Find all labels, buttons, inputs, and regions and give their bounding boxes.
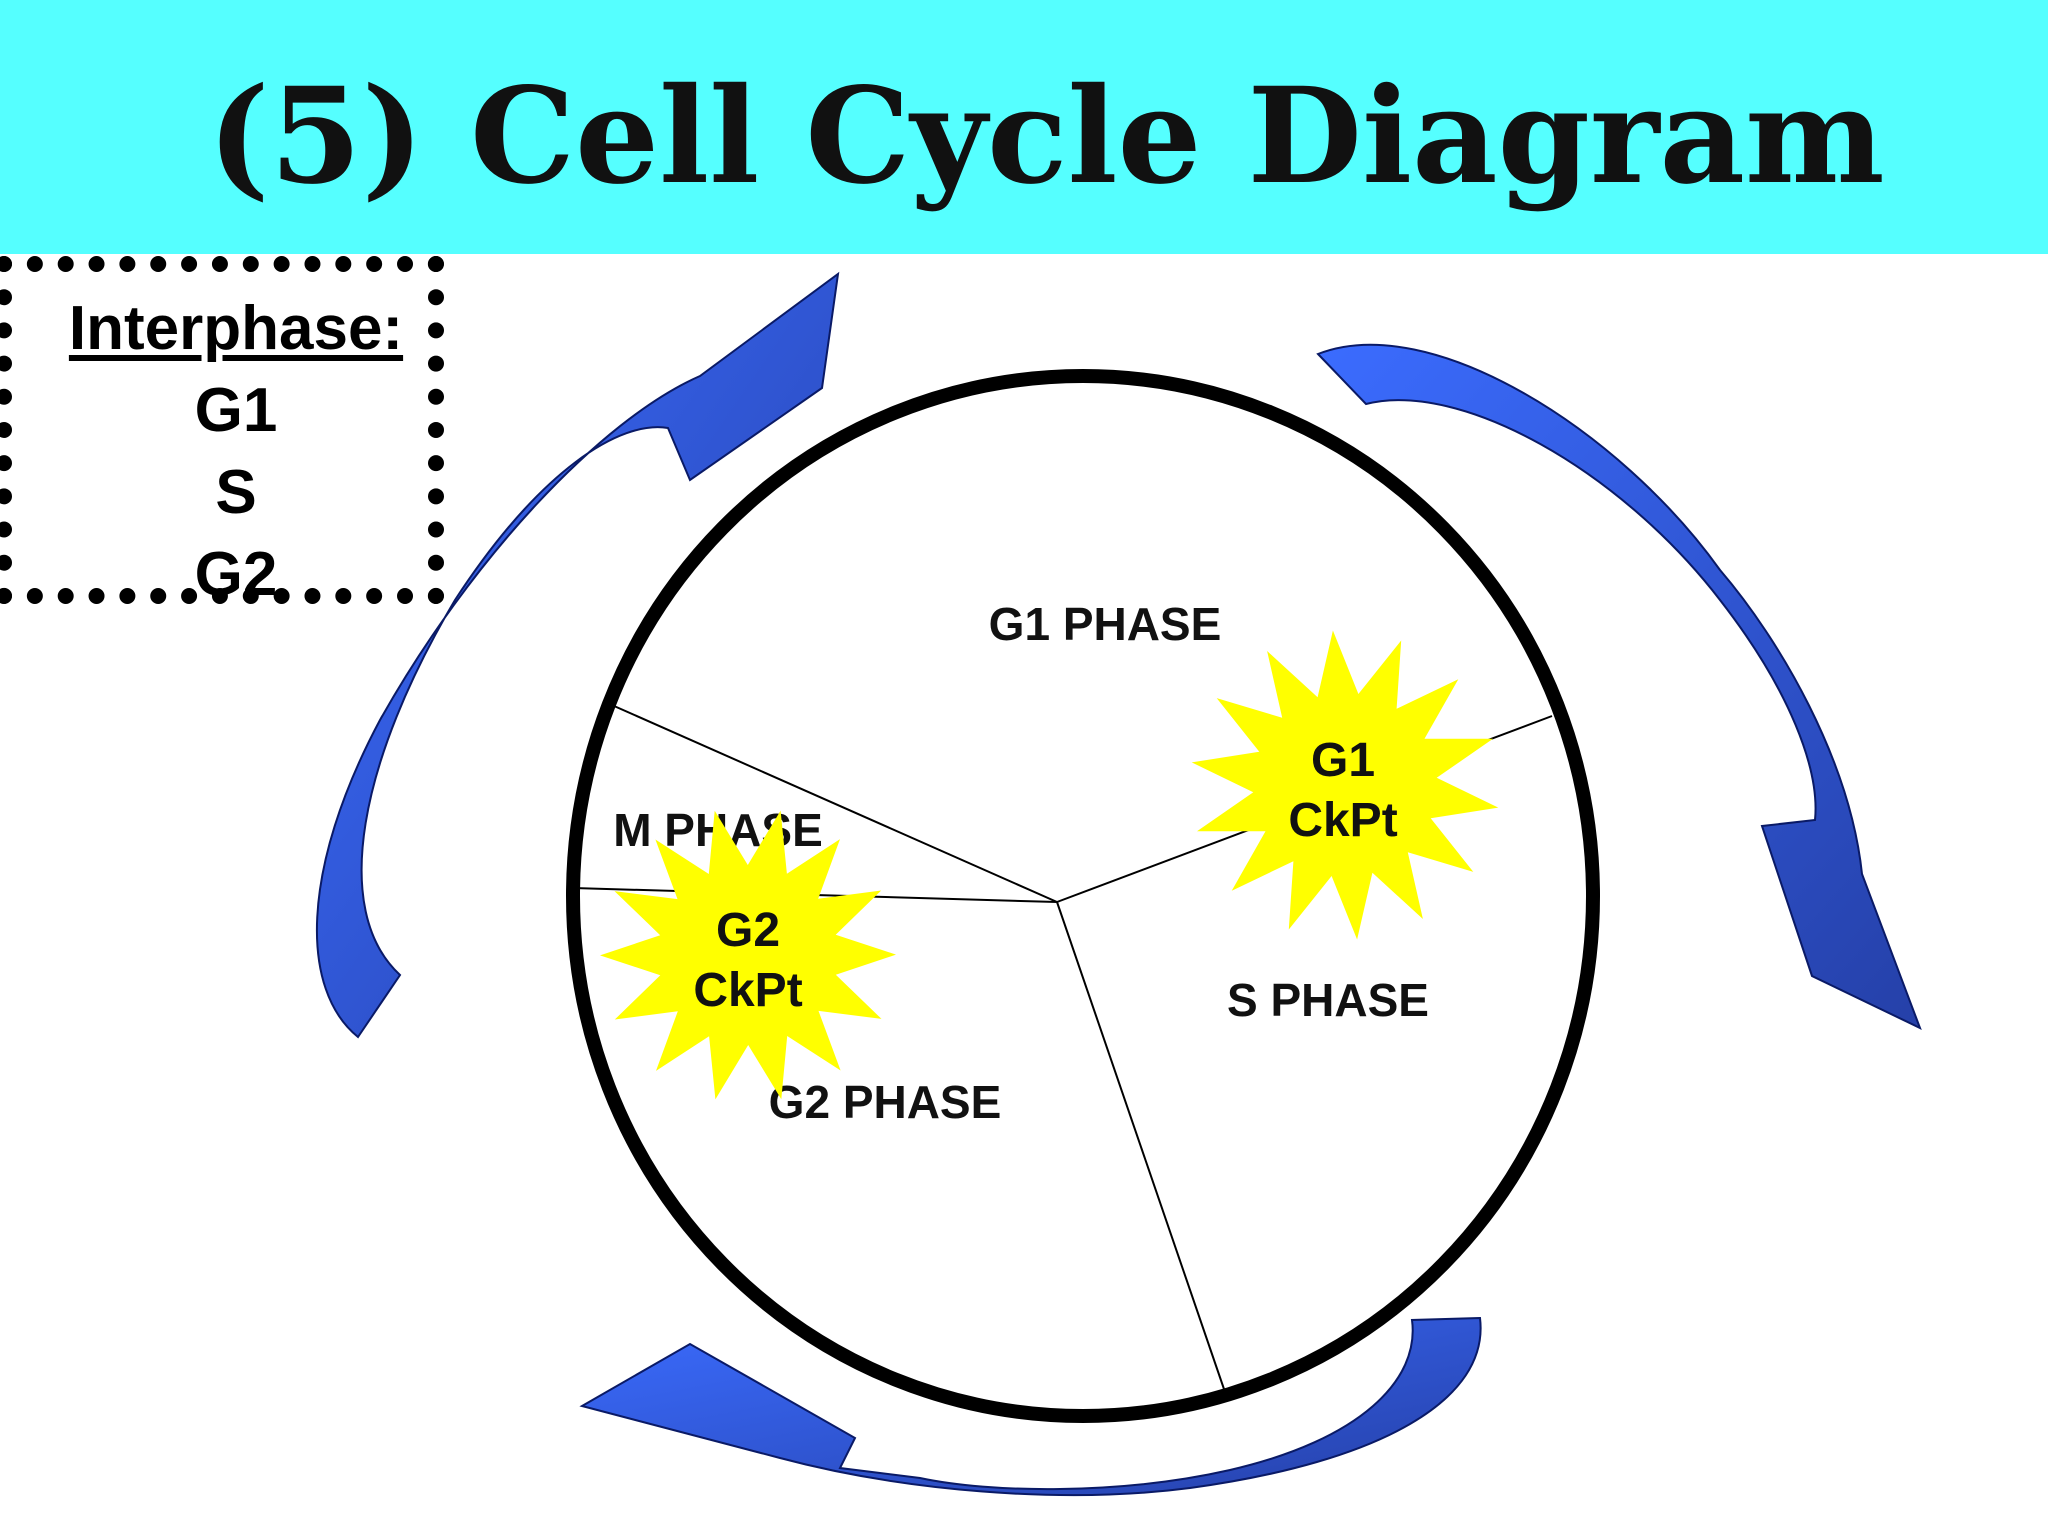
phase-label-g2: G2 PHASE	[769, 1076, 1002, 1128]
divider-g2-s	[1056, 901, 1226, 1393]
checkpoint-star-g1	[1191, 630, 1499, 940]
page-title: (5) Cell Cycle Diagram	[207, 59, 1885, 214]
legend-item-g2: G2	[194, 540, 278, 609]
cycle-arrow-right	[1316, 343, 1922, 1030]
legend-item-g1: G1	[194, 376, 278, 445]
checkpoint-star-g2	[600, 810, 896, 1100]
legend-item-s: S	[215, 458, 257, 527]
checkpoint-g2-line1: G2	[716, 904, 780, 957]
divider-g1-m	[604, 701, 1058, 903]
phase-label-s: S PHASE	[1227, 974, 1429, 1026]
cycle-arrow-left	[315, 271, 840, 1039]
checkpoint-g1-line2: CkPt	[1288, 794, 1397, 847]
phase-label-g1: G1 PHASE	[989, 598, 1222, 650]
checkpoint-g2-line2: CkPt	[693, 964, 802, 1017]
cycle-arrow-bottom	[579, 1316, 1482, 1497]
legend-title: Interphase:	[68, 294, 404, 363]
cell-cycle-circle	[566, 369, 1600, 1423]
interphase-legend-box: Interphase: G1 S G2	[0, 256, 444, 609]
title-banner: (5) Cell Cycle Diagram	[0, 0, 2048, 254]
checkpoint-g1-line1: G1	[1311, 734, 1375, 787]
